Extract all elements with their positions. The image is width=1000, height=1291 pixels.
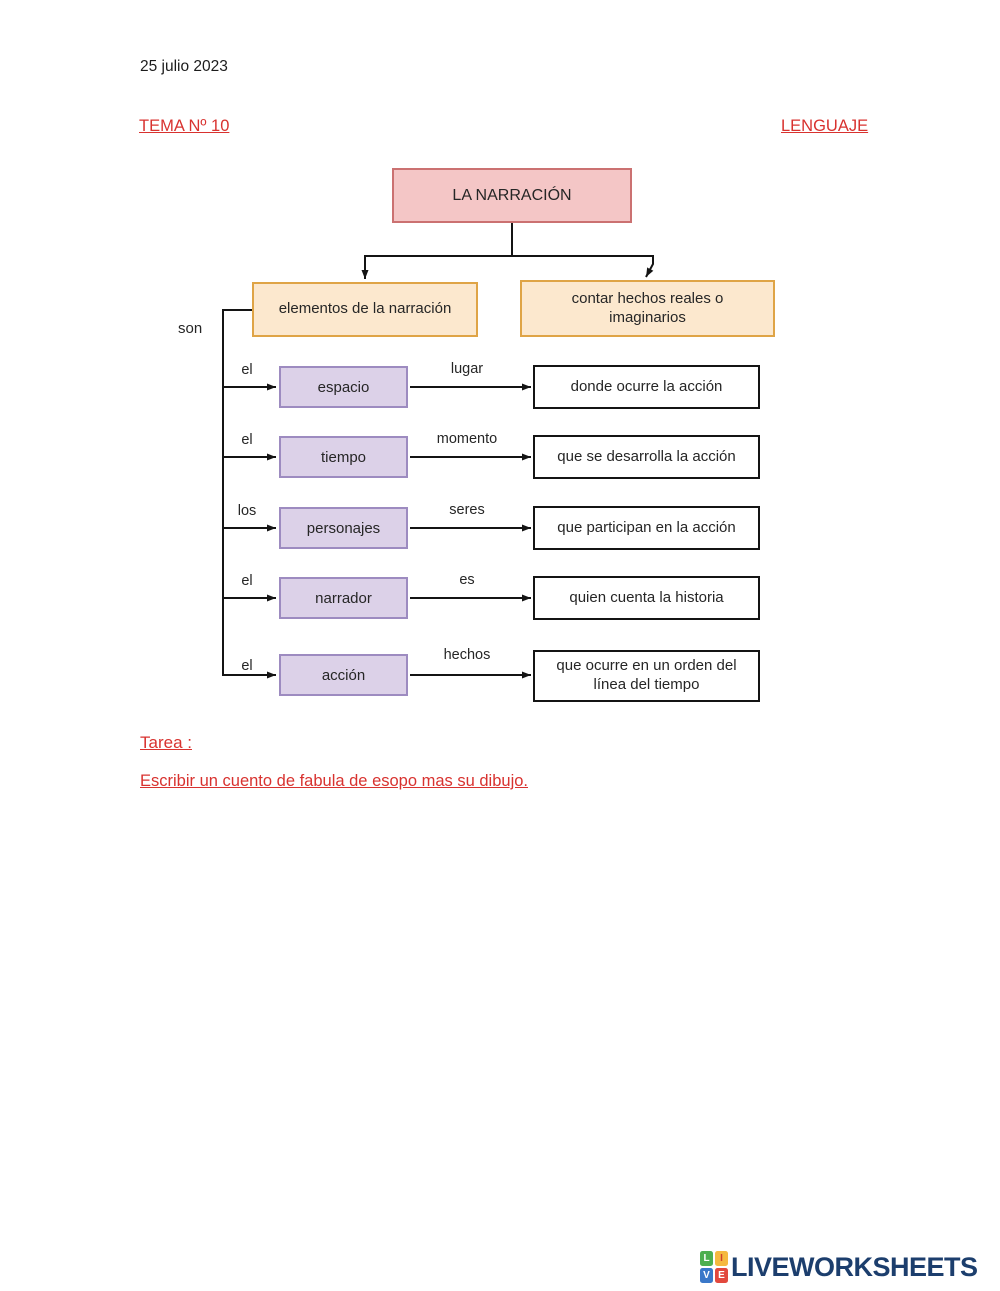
description-box: quien cuenta la historia <box>533 576 760 620</box>
brand-wordmark: LIVEWORKSHEETS <box>731 1251 978 1282</box>
connector-label-son: son <box>178 320 203 337</box>
task-instruction: Escribir un cuento de fabula de esopo ma… <box>140 772 528 790</box>
relation-label: seres <box>449 502 485 518</box>
article-label: el <box>241 432 253 448</box>
logo-tile-i: I <box>715 1251 728 1266</box>
relation-label: hechos <box>443 647 491 663</box>
diagram-connector-lines <box>222 223 654 679</box>
element-box-narrador: narrador <box>279 577 408 619</box>
element-box-espacio: espacio <box>279 366 408 408</box>
liveworksheets-tiles-icon: L I V E <box>700 1251 728 1283</box>
branch-elementos: elementos de la narración <box>252 282 478 337</box>
logo-tile-e: E <box>715 1268 728 1283</box>
logo-tile-v: V <box>700 1268 713 1283</box>
article-label: el <box>241 658 253 674</box>
topic-title: TEMA Nº 10 <box>139 117 230 135</box>
relation-label: lugar <box>450 361 484 377</box>
logo-tile-l: L <box>700 1251 713 1266</box>
description-box: donde ocurre la acción <box>533 365 760 409</box>
element-box-personajes: personajes <box>279 507 408 549</box>
article-label: el <box>241 362 253 378</box>
subject-title: LENGUAJE <box>781 117 869 135</box>
task-heading: Tarea : <box>140 733 192 752</box>
relation-label: es <box>459 572 475 588</box>
element-box-accion: acción <box>279 654 408 696</box>
element-box-tiempo: tiempo <box>279 436 408 478</box>
liveworksheets-logo[interactable]: L I V E LIVEWORKSHEETS <box>700 1251 978 1283</box>
branch-contar-hechos: contar hechos reales o imaginarios <box>520 280 775 337</box>
relation-label: momento <box>436 431 498 447</box>
root-node-la-narracion: LA NARRACIÓN <box>392 168 632 223</box>
date-text: 25 julio 2023 <box>140 58 228 75</box>
description-box: que participan en la acción <box>533 506 760 550</box>
description-box: que se desarrolla la acción <box>533 435 760 479</box>
article-label: el <box>241 573 253 589</box>
description-box: que ocurre en un orden del línea del tie… <box>533 650 760 702</box>
article-label: los <box>237 503 257 519</box>
